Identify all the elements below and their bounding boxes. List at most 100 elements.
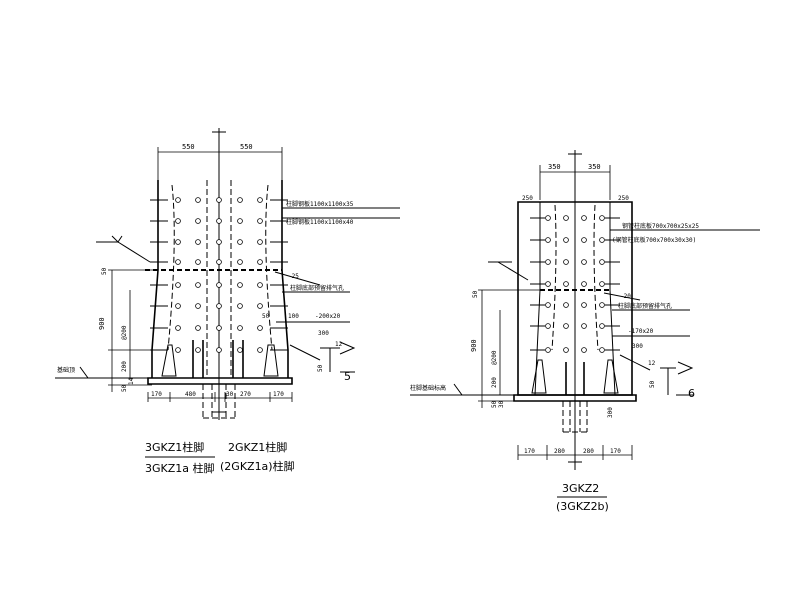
bolt-dot [563, 215, 569, 221]
bolt-dot [195, 325, 201, 331]
bolt-dot [195, 239, 201, 245]
right-section-mark: 6 [688, 387, 695, 400]
bolt-dot [599, 281, 605, 287]
left-ground-label: 基础顶 [57, 366, 75, 374]
left-dim-top-1: 550 [182, 143, 195, 151]
bolt-dot [195, 347, 201, 353]
bolt-dot [581, 281, 587, 287]
left-note-200x20: -200x20 [315, 313, 341, 320]
bolt-dot [257, 197, 263, 203]
bolt-dot [545, 323, 551, 329]
bolt-dot [545, 259, 551, 265]
left-note-plate-2: 柱脚钢板1100x1100x40 [286, 218, 354, 226]
bolt-dot [216, 259, 222, 265]
right-bolt-grid [530, 215, 620, 353]
right-dim-top2-2: 250 [618, 195, 629, 202]
bolt-dot [216, 239, 222, 245]
bolt-dot [599, 323, 605, 329]
bolt-dot [599, 237, 605, 243]
right-note-50: 50 [649, 380, 656, 388]
left-note-12: 12 [335, 341, 343, 348]
left-dim-50: 50 [121, 384, 128, 392]
left-dim-top-2: 550 [240, 143, 253, 151]
bolt-dot [257, 282, 263, 288]
bolt-dot [195, 303, 201, 309]
bolt-dot [545, 281, 551, 287]
bolt-dot [216, 282, 222, 288]
left-dim-b5: 170 [273, 391, 284, 398]
right-dim-30: 30 [498, 400, 505, 408]
right-note-plate-2: (钢管柱底板700x700x30x30) [612, 236, 696, 244]
bolt-dot [563, 259, 569, 265]
left-note-vent: 柱脚底部预留排气孔 [290, 284, 344, 292]
right-note-20: -20 [620, 293, 631, 300]
bolt-dot [563, 323, 569, 329]
right-dim-top-1: 350 [548, 163, 561, 171]
left-caption-2a: 2GKZ1柱脚 [228, 440, 287, 454]
right-note-170x20: -170x20 [628, 328, 654, 335]
right-dim-50: 50 [491, 400, 498, 408]
bolt-dot [581, 323, 587, 329]
bolt-dot [237, 239, 243, 245]
left-anchor-bars [161, 340, 279, 419]
bolt-dot [257, 218, 263, 224]
left-note-100: 100 [288, 313, 299, 320]
bolt-dot [563, 347, 569, 353]
bolt-dot [581, 259, 587, 265]
bolt-dot [563, 237, 569, 243]
right-dim-at200: @200 [491, 350, 498, 365]
bolt-dot [599, 259, 605, 265]
left-note-plate-1: 柱脚钢板1100x1100x35 [286, 200, 354, 208]
right-base-plate [513, 394, 637, 402]
right-dim-b3: 280 [583, 448, 594, 455]
bolt-dot [599, 302, 605, 308]
left-dim-b2: 480 [185, 391, 196, 398]
bolt-dot [216, 303, 222, 309]
bolt-dot [581, 347, 587, 353]
bolt-dot [563, 302, 569, 308]
bolt-dot [175, 325, 181, 331]
bolt-dot [599, 215, 605, 221]
left-dim-b1: 170 [151, 391, 162, 398]
bolt-dot [175, 347, 181, 353]
right-note-300: 300 [632, 343, 643, 350]
bolt-dot [237, 197, 243, 203]
bolt-dot [175, 282, 181, 288]
bolt-dot [237, 303, 243, 309]
right-dim-200: 200 [491, 377, 498, 388]
bolt-dot [545, 215, 551, 221]
bolt-dot [599, 347, 605, 353]
left-dim-b3: 30 [226, 391, 234, 398]
bolt-dot [216, 197, 222, 203]
right-dim-b1: 170 [524, 448, 535, 455]
left-dim-50-top: 50 [101, 267, 108, 275]
bolt-dot [545, 302, 551, 308]
right-note-12: 12 [648, 360, 656, 367]
bolt-dot [237, 347, 243, 353]
bolt-dot [545, 347, 551, 353]
left-column-outline-right [281, 180, 289, 378]
right-dim-b2: 280 [554, 448, 565, 455]
bolt-dot [175, 239, 181, 245]
bolt-dot [237, 325, 243, 331]
right-caption-a: 3GKZ2 [562, 482, 599, 495]
bolt-dot [216, 347, 222, 353]
right-dim-900: 900 [470, 339, 478, 352]
right-dim-50-top: 50 [472, 290, 479, 298]
bolt-dot [175, 197, 181, 203]
bolt-dot [581, 215, 587, 221]
bolt-dot [216, 218, 222, 224]
left-note-50b: 50 [317, 364, 324, 372]
bolt-dot [257, 347, 263, 353]
bolt-dot [581, 302, 587, 308]
bolt-dot [563, 281, 569, 287]
left-dim-200: 200 [121, 361, 128, 372]
right-dim-top-2: 350 [588, 163, 601, 171]
bolt-dot [257, 259, 263, 265]
left-bolt-grid [150, 197, 288, 353]
bolt-dot [237, 282, 243, 288]
right-ground-label: 柱脚基础标高 [410, 384, 446, 392]
right-dim-b4: 170 [610, 448, 621, 455]
